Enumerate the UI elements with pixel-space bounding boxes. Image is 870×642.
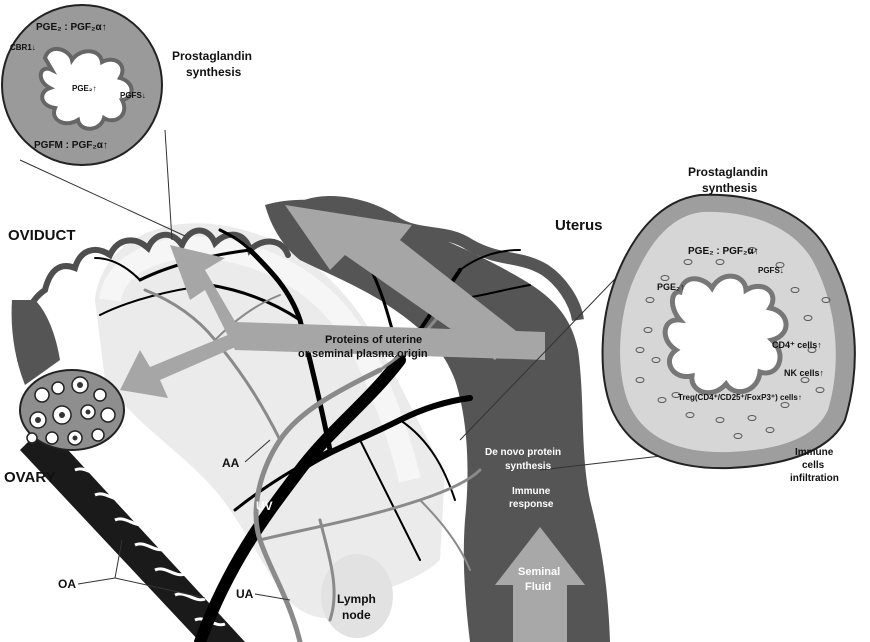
uterine-inset-treg: Treg(CD4⁺/CD25⁺/FoxP3⁺) cells↑ bbox=[678, 393, 802, 402]
uterine-inset-ratio: PGE₂ : PGF₂α↑ bbox=[688, 246, 759, 257]
label-denovo-2: synthesis bbox=[505, 461, 552, 472]
oviduct-inset-pgfm: PGFM : PGF₂α↑ bbox=[34, 140, 108, 151]
label-denovo-1: De novo protein bbox=[485, 447, 561, 458]
label-ua: UA bbox=[236, 587, 254, 601]
oviduct-inset-pgfs: PGFS↓ bbox=[120, 91, 146, 100]
label-immune-cells-1: Immune bbox=[795, 447, 834, 458]
label-uterus: Uterus bbox=[555, 217, 603, 234]
uterine-lumen bbox=[665, 276, 786, 393]
uterine-inset-cd4: CD4⁺ cells↑ bbox=[772, 340, 822, 350]
label-immune-cells-2: cells bbox=[802, 460, 825, 471]
ovary bbox=[20, 370, 124, 450]
label-aa: AA bbox=[222, 456, 240, 470]
label-oa: OA bbox=[58, 577, 76, 591]
uterine-inset-title-2: synthesis bbox=[702, 181, 758, 195]
label-uv: UV bbox=[256, 499, 273, 513]
oviduct-inset-ratio: PGE₂ : PGF₂α↑ bbox=[36, 22, 107, 33]
uterine-inset bbox=[603, 195, 855, 468]
uterine-inset-nk: NK cells↑ bbox=[784, 368, 824, 378]
label-lymph-1: Lymph bbox=[337, 592, 376, 606]
oviduct-inset-cbr1: CBR1↓ bbox=[10, 43, 36, 52]
oviduct-inset-title-1: Prostaglandin bbox=[172, 49, 252, 63]
label-seminal-1: Seminal bbox=[518, 566, 560, 578]
label-immune-resp-2: response bbox=[509, 499, 554, 510]
label-oviduct: OVIDUCT bbox=[8, 227, 76, 244]
label-immune-cells-3: infiltration bbox=[790, 473, 839, 484]
oviduct-inset-pge2: PGE₂↑ bbox=[72, 84, 96, 93]
label-immune-resp-1: Immune bbox=[512, 486, 551, 497]
label-ovary: OVARY bbox=[4, 469, 56, 486]
label-proteins-2: or seminal plasma origin bbox=[298, 348, 428, 360]
label-seminal-2: Fluid bbox=[525, 581, 551, 593]
label-lymph-2: node bbox=[342, 608, 371, 622]
uterine-inset-pgfs: PGFS↓ bbox=[758, 266, 784, 275]
label-proteins-1: Proteins of uterine bbox=[325, 334, 422, 346]
oviduct-inset-title-2: synthesis bbox=[186, 65, 242, 79]
uterine-inset-title-1: Prostaglandin bbox=[688, 165, 768, 179]
uterine-inset-pge2: PGE₂↑ bbox=[657, 282, 685, 292]
